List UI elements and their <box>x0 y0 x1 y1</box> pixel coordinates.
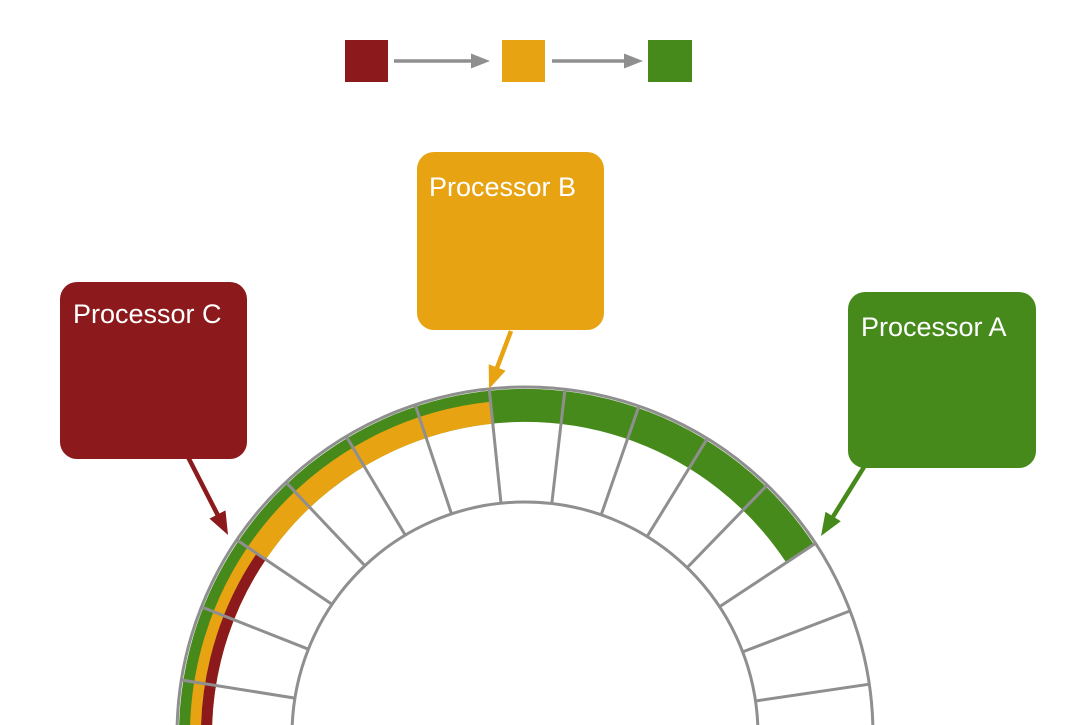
processor-b-pointer-head <box>488 364 506 389</box>
processor-b-box: Processor B <box>417 152 604 389</box>
processor-b-label: Processor B <box>429 172 576 202</box>
processor-a-rect <box>848 292 1036 468</box>
processor-a-box: Processor A <box>821 292 1036 536</box>
ring-spoke <box>686 484 769 569</box>
ring-buffer-diagram <box>175 385 875 725</box>
processor-a-label: Processor A <box>861 312 1007 342</box>
ring-spoke <box>742 609 851 654</box>
processor-a-pointer <box>821 465 866 536</box>
ring-spoke <box>345 435 407 536</box>
processor-c-label: Processor C <box>73 299 222 329</box>
processor-b-pointer-shaft <box>494 330 514 370</box>
ring-spoke <box>550 389 567 504</box>
legend-arrow-head <box>624 53 643 69</box>
processor-c-arrow <box>185 455 228 535</box>
processor-c-pointer-head <box>209 510 228 535</box>
processor-b-pointer <box>488 330 514 389</box>
ring-spoke <box>413 404 453 515</box>
processor-c-rect <box>60 282 247 459</box>
ring-grid <box>175 385 875 725</box>
ring-outer-circle <box>175 385 875 725</box>
processor-a-arrow <box>821 465 866 536</box>
processor-c-box: Processor C <box>60 282 247 535</box>
ring-spoke <box>284 481 366 567</box>
legend-arrow-icon <box>552 53 643 69</box>
ring-spoke <box>718 542 817 608</box>
ring-spoke <box>599 405 641 516</box>
ring-spoke <box>755 682 870 703</box>
legend-arrow <box>552 53 643 69</box>
processor-b-arrow <box>488 330 514 389</box>
processor-c-progress-arc <box>201 553 266 725</box>
processor-b-progress-arc <box>190 401 493 725</box>
processor-c-pointer-shaft <box>185 455 220 517</box>
legend-arrow <box>394 53 490 69</box>
processor-a-pointer-head <box>821 511 841 536</box>
ring-spoke <box>235 538 333 606</box>
processor-a-pointer-shaft <box>830 465 866 519</box>
ring-spoke <box>645 437 709 538</box>
legend-swatch-orange <box>502 40 545 82</box>
legend <box>345 40 692 82</box>
ring-spoke <box>200 605 309 651</box>
processor-b-rect <box>417 152 604 330</box>
legend-swatch-green <box>648 40 692 82</box>
legend-arrow-head <box>471 53 490 69</box>
legend-arrow-icon <box>394 53 490 69</box>
ring-spoke <box>487 388 503 504</box>
legend-swatch-red <box>345 40 388 82</box>
processor-a-progress-arc <box>179 388 814 725</box>
ring-spoke <box>181 678 296 700</box>
ring-inner-circle <box>290 500 760 725</box>
processor-c-pointer <box>185 455 228 535</box>
